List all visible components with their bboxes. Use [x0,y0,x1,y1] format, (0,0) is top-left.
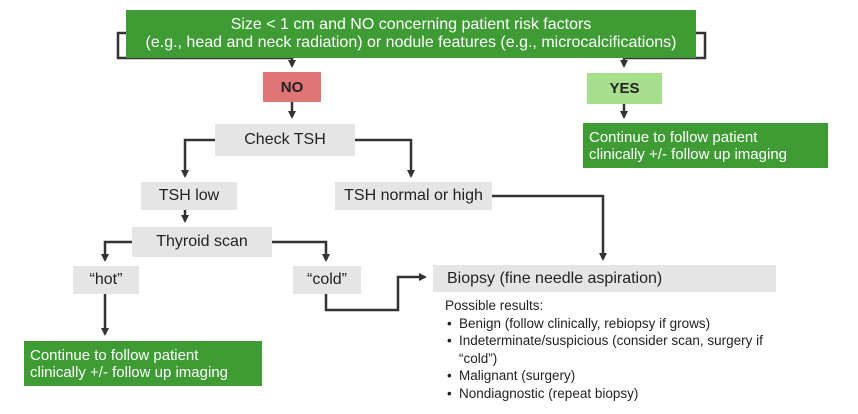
arrow-cold-to-biopsy [324,273,427,312]
no-label: NO [263,72,321,102]
criteria-line-2: (e.g., head and neck radiation) or nodul… [145,34,677,51]
hot-box: “hot” [73,266,139,294]
check-tsh-box: Check TSH [215,124,355,156]
tsh-normal-high-box: TSH normal or high [335,182,492,210]
hot-continue-box: Continue to follow patient clinically +/… [24,341,262,386]
possible-results-heading: Possible results: [445,298,544,313]
yes-continue-box: Continue to follow patient clinically +/… [583,123,828,168]
hot-continue-line-2: clinically +/- follow up imaging [30,363,229,381]
tsh-low-box: TSH low [141,182,237,210]
arrow-scan-to-cold [272,240,330,262]
result-item-benign: Benign (follow clinically, rebiopsy if g… [447,315,825,333]
result-item-indeterminate: Indeterminate/suspicious (consider scan,… [447,332,825,350]
result-item-malignant: Malignant (surgery) [447,367,825,385]
thyroid-scan-box: Thyroid scan [132,227,272,257]
hot-continue-line-1: Continue to follow patient [30,346,199,364]
results-list: Benign (follow clinically, rebiopsy if g… [445,315,825,403]
possible-results: Possible results: Benign (follow clinica… [445,297,825,402]
criteria-line-1: Size < 1 cm and NO concerning patient ri… [230,16,592,33]
yes-continue-line-2: clinically +/- follow up imaging [589,145,788,163]
yes-continue-line-1: Continue to follow patient [589,128,758,146]
biopsy-box: Biopsy (fine needle aspiration) [433,265,776,292]
arrow-top-to-yes [620,31,707,68]
result-item-nondiagnostic: Nondiagnostic (repeat biopsy) [447,385,825,403]
cold-box: “cold” [293,266,361,294]
arrow-top-to-no [116,31,296,68]
yes-label: YES [587,73,662,104]
arrow-scan-to-hot [101,240,132,262]
arrow-check-to-tsh-low [181,138,215,178]
arrow-check-to-tsh-normal [355,138,415,178]
result-item-indeterminate-cont: “cold”) [459,350,498,366]
arrow-normal-to-biopsy [492,194,607,261]
criteria-box: Size < 1 cm and NO concerning patient ri… [126,10,696,58]
